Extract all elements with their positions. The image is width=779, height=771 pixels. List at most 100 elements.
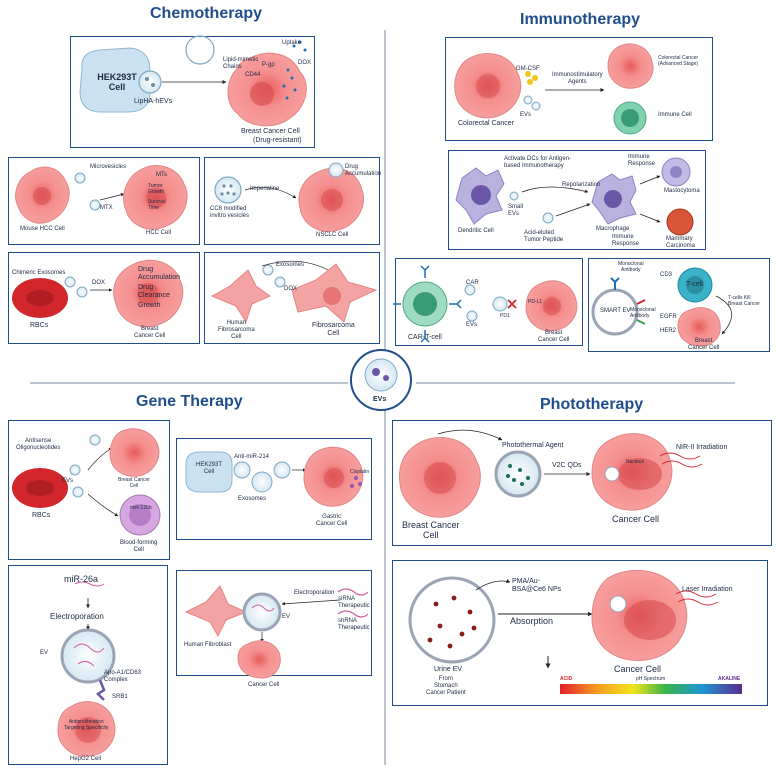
label-cancer-cell-urine: Cancer Cell (614, 664, 662, 674)
label-cancer-cell-photo: Cancer Cell (612, 514, 660, 524)
label-imperialine: Imperialine (250, 186, 280, 192)
label-urine-ev: Urine EV (434, 666, 463, 673)
label-absorption: Absorption (510, 616, 554, 626)
heading-immunotherapy: Immunotherapy (520, 11, 641, 28)
label-drug-clearance: Drug Clearance (138, 284, 170, 300)
label-blood-forming: Blood-forming Cell (120, 540, 158, 553)
label-hepg2-cell: HepG2 Cell (70, 756, 102, 762)
label-breast-cancer-gene: Breast Cancer Cell (118, 477, 150, 489)
label-tumor-growth: Tumor Growth (148, 183, 165, 195)
label-evs-cart: EVs (466, 322, 478, 328)
label-rbcs-gene: RBCs (32, 512, 51, 519)
v2c-qds-ev (494, 450, 542, 498)
label-egfr: EGFR (660, 314, 677, 320)
label-human-fibrosarcoma: Human Fibrosarcoma Cell (218, 320, 255, 340)
hek293t-cell-gene (185, 451, 233, 493)
label-srb1: SRB1 (112, 694, 128, 700)
label-hcc-cell: HCC Cell (146, 230, 172, 236)
label-electroporation-fibro: Electroporation (294, 590, 335, 596)
label-antiproliferation: Antiproliferation Targeting Specificity (64, 719, 109, 731)
label-breast-cancer-smart: Breast Cancer Cell (688, 338, 720, 351)
label-mab1: Monoclonal Antibody (618, 261, 644, 273)
label-antisense: Antisense Oligonucleotides (16, 438, 61, 451)
lipid-chain-zoom (185, 35, 215, 65)
label-electroporation-hep: Electroporation (50, 612, 104, 621)
heading-gene-therapy: Gene Therapy (136, 393, 243, 410)
label-t-cell: T-cell (686, 281, 703, 288)
label-photothermal-agent: Photothermal Agent (502, 442, 564, 449)
label-ev-fibro: EV (282, 614, 291, 620)
label-growth: Growth (138, 302, 161, 309)
label-evs-center: EVs (373, 396, 387, 403)
label-ev-hep: EV (40, 650, 49, 656)
label-mir125b: miR-125b (130, 505, 152, 511)
label-hek293t: HEK293T Cell (97, 72, 137, 93)
label-sirna: siRNA Therapeutic (338, 596, 370, 609)
label-car: CAR (466, 280, 479, 286)
label-car-t-cell: CAR-T-cell (408, 334, 442, 341)
label-small-evs: Small EVs (508, 204, 524, 217)
label-laser: Laser Irradiation (682, 586, 733, 593)
label-mastocytoma: Mastocytoma (664, 188, 700, 194)
label-immunostimulatory: Immunostimulatory Agents (552, 72, 603, 85)
label-exosomes-gene: Exosomes (238, 496, 267, 502)
urine-ev (408, 576, 496, 664)
label-microvesicles: Microvesicles (90, 164, 127, 170)
mammary-carcinoma-cell (666, 208, 694, 236)
label-dox: DOX (298, 60, 312, 66)
label-pdl1: PD-L1 (528, 299, 543, 305)
dox-dots (282, 40, 307, 100)
label-dendritic-cell: Dendritic Cell (458, 228, 494, 234)
label-mammary-carcinoma: Mammary Carcinoma (666, 236, 696, 249)
label-ph-spectrum: pH Spectrum (636, 676, 666, 682)
label-acid: ACID (560, 676, 573, 682)
label-smart-ev: SMART EV (600, 308, 631, 314)
label-nucleus: Nucleus (626, 459, 645, 465)
label-advanced-crc: Colorectal Cancer (Advanced Stage) (658, 55, 699, 67)
label-pma-au-nps: PMA/Au- BSA@Ce6 NPs (512, 578, 562, 594)
label-human-fibroblast: Human Fibroblast (184, 642, 232, 648)
label-cisplatin: Cisplatin (350, 469, 370, 475)
fibro-ev (242, 592, 282, 632)
human-fibroblast (184, 585, 248, 638)
label-cancer-cell-fibro: Cancer Cell (248, 682, 280, 688)
label-repolarization: Repolarization (562, 182, 601, 188)
label-tcells-kill: T-cells Kill Breast Cancer (728, 295, 760, 307)
label-mab2: Monoclonal Antibody (630, 307, 656, 319)
label-immune-cell: Immune Cell (658, 112, 692, 118)
label-her2: HER2 (660, 328, 677, 334)
label-evs-gene: EVs (62, 478, 74, 484)
label-drug-accumulation: Drug Accumulation (345, 164, 382, 177)
liphahevs-vesicle (138, 70, 162, 94)
label-pgp: P-gp (262, 62, 275, 68)
label-drug-accumulation-rbc: Drug Accumulation (138, 266, 181, 282)
label-evs-crc: EVs (520, 112, 532, 118)
label-nir-ii: NIR-II Irradiation (676, 444, 728, 451)
human-fibrosarcoma-cell (210, 269, 272, 324)
label-breast-cancer-resistant: Breast Cancer Cell (241, 128, 300, 135)
label-survival-time: Survival Time (148, 199, 166, 211)
label-dox-fibro: DOX (284, 286, 298, 292)
label-exosomes-fibro: Exosomes (276, 262, 305, 268)
cancer-cell-fibro (237, 640, 281, 679)
label-fibrosarcoma-cell: Fibrosarcoma Cell (312, 322, 355, 338)
label-immune-response-1: Immune Response (628, 154, 656, 167)
ph-spectrum-bar (560, 684, 742, 694)
label-activate-dcs: Activate DCs for Antigen- based Immunoth… (504, 156, 572, 169)
label-mtx: MTX (100, 205, 113, 211)
label-mts: MTs (156, 172, 167, 178)
label-pd1: PD1 (500, 313, 510, 319)
label-from-patient: From Stomach Cancer Patient (426, 676, 466, 696)
label-cc8-vesicles: CC8 modified invitro vesicles (210, 206, 250, 219)
label-cd3: CD3 (660, 272, 673, 278)
breast-cancer-cell-smart (677, 307, 721, 347)
label-breast-cancer-cart: Breast Cancer Cell (538, 330, 570, 343)
label-breast-cancer-rbc: Breast Cancer Cell (134, 326, 166, 339)
label-akaline: AKALINE (718, 676, 741, 682)
advanced-crc-cell (607, 43, 654, 89)
label-liphahevs: LipHA-hEVs (134, 98, 173, 105)
label-apo-a1: Apo-A1/CD63 Complex (104, 670, 142, 683)
label-acid-eluted: Acid-eluted Tumor Peptide (524, 230, 564, 243)
